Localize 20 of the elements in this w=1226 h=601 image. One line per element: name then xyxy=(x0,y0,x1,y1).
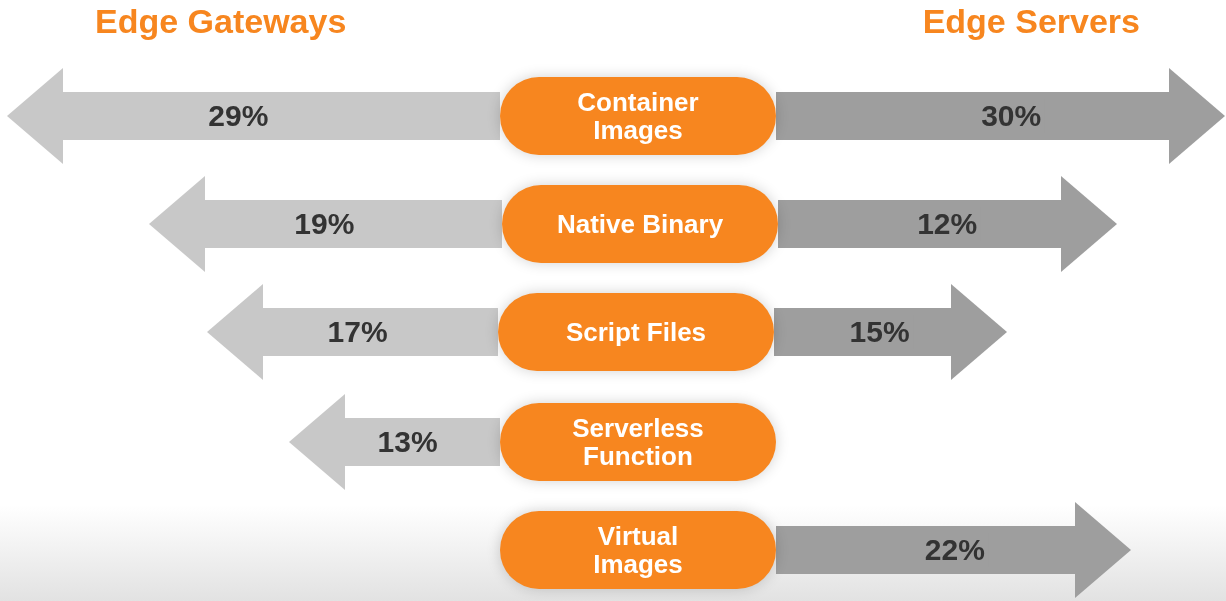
category-name: Native Binary xyxy=(555,210,725,238)
column-heading: Edge Servers xyxy=(922,2,1140,41)
block-arrow xyxy=(776,502,1131,598)
category-name: Serverless Function xyxy=(571,414,705,470)
category-name: Container Images xyxy=(576,88,700,144)
category-pill xyxy=(500,77,776,155)
category-name: Virtual Images xyxy=(592,522,684,578)
block-arrow xyxy=(149,176,502,272)
block-arrow xyxy=(778,176,1117,272)
block-arrow xyxy=(774,284,1007,380)
block-arrow xyxy=(207,284,498,380)
category-pill xyxy=(500,403,776,481)
category-pill xyxy=(498,293,774,371)
block-arrow xyxy=(7,68,500,164)
category-pill xyxy=(500,511,776,589)
column-heading: Edge Gateways xyxy=(95,2,347,41)
block-arrow xyxy=(289,394,500,490)
category-pill xyxy=(502,185,778,263)
block-arrow xyxy=(776,68,1225,164)
category-name: Script Files xyxy=(564,318,708,346)
